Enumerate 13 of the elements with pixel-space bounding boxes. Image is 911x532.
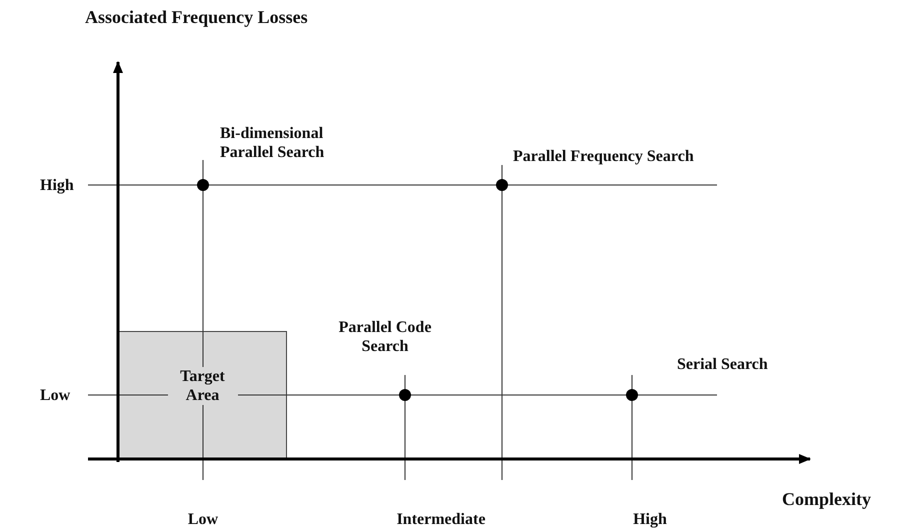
point-label: Parallel Code Search (338, 318, 432, 356)
axis-tick-label: Low (186, 510, 220, 529)
axis-title: Associated Frequency Losses (85, 8, 309, 27)
area-label: Target Area (168, 367, 238, 405)
target-area-box (118, 331, 287, 459)
axis-tick-label: High (632, 510, 668, 529)
point-label: Parallel Frequency Search (513, 147, 695, 166)
axis-tick-label: High (40, 176, 75, 195)
axis-tick-label: Intermediate (396, 510, 486, 529)
point-label: Bi-dimensional Parallel Search (220, 124, 326, 162)
point-label: Serial Search (677, 355, 769, 374)
axis-tick-label: Low (40, 386, 72, 405)
axis-title: Complexity (782, 490, 872, 509)
